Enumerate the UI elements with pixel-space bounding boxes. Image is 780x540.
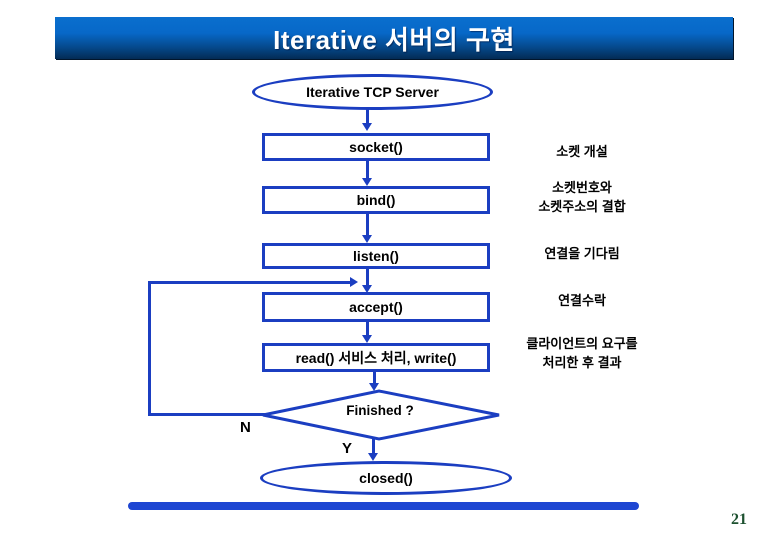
start-terminator-ellipse: Iterative TCP Server — [252, 74, 493, 110]
flow-arrow-line — [372, 439, 375, 453]
process-box-bind: bind() — [262, 186, 490, 214]
flow-arrow-head — [362, 335, 372, 343]
process-box-accept: accept() — [262, 292, 490, 322]
start-terminator-label: Iterative TCP Server — [306, 84, 439, 100]
process-box-listen: listen() — [262, 243, 490, 269]
annotation-socket: 소켓 개설 — [556, 144, 608, 159]
loop-line-left — [148, 281, 151, 416]
flow-arrow-line — [366, 109, 369, 123]
annotation-read-write: 클라이언트의 요구를 처리한 후 결과 — [526, 336, 638, 370]
annotation-listen: 연결을 기다림 — [544, 246, 620, 261]
process-box-read-write: read() 서비스 처리, write() — [262, 343, 490, 372]
flow-arrow-head — [368, 453, 378, 461]
bottom-divider-bar — [128, 502, 639, 510]
page-number: 21 — [731, 511, 747, 528]
decision-diamond — [262, 389, 500, 441]
flow-arrow-head — [362, 178, 372, 186]
flow-arrow-head — [362, 123, 372, 131]
decision-no-label: N — [240, 419, 251, 436]
process-box-read-write-label: read() 서비스 처리, write() — [295, 349, 457, 366]
annotation-bind: 소켓번호와 소켓주소의 결합 — [538, 180, 626, 214]
flow-arrow-head — [362, 235, 372, 243]
flow-arrow-line — [366, 269, 369, 285]
annotation-accept: 연결수락 — [558, 293, 606, 308]
process-box-bind-label: bind() — [356, 192, 396, 208]
flow-arrow-line — [366, 322, 369, 335]
process-box-socket: socket() — [262, 133, 490, 161]
flow-arrow-line — [366, 161, 369, 178]
slide-title-bar: Iterative 서버의 구현 — [55, 17, 733, 59]
flow-arrow-line — [366, 214, 369, 235]
process-box-accept-label: accept() — [349, 299, 403, 315]
process-box-socket-label: socket() — [349, 139, 403, 155]
flow-arrow-line — [373, 372, 376, 383]
decision-yes-label: Y — [342, 440, 353, 457]
loop-line-bottom — [148, 413, 266, 416]
loop-arrow-head — [350, 277, 358, 287]
decision-label: Finished ? — [346, 403, 414, 418]
flow-arrow-head — [369, 383, 379, 391]
flow-arrow-head — [362, 285, 372, 293]
slide-title: Iterative 서버의 구현 — [273, 24, 515, 55]
end-terminator-label: closed() — [359, 470, 413, 486]
loop-line-top — [148, 281, 350, 284]
end-terminator-ellipse: closed() — [260, 461, 512, 495]
process-box-listen-label: listen() — [353, 248, 399, 264]
